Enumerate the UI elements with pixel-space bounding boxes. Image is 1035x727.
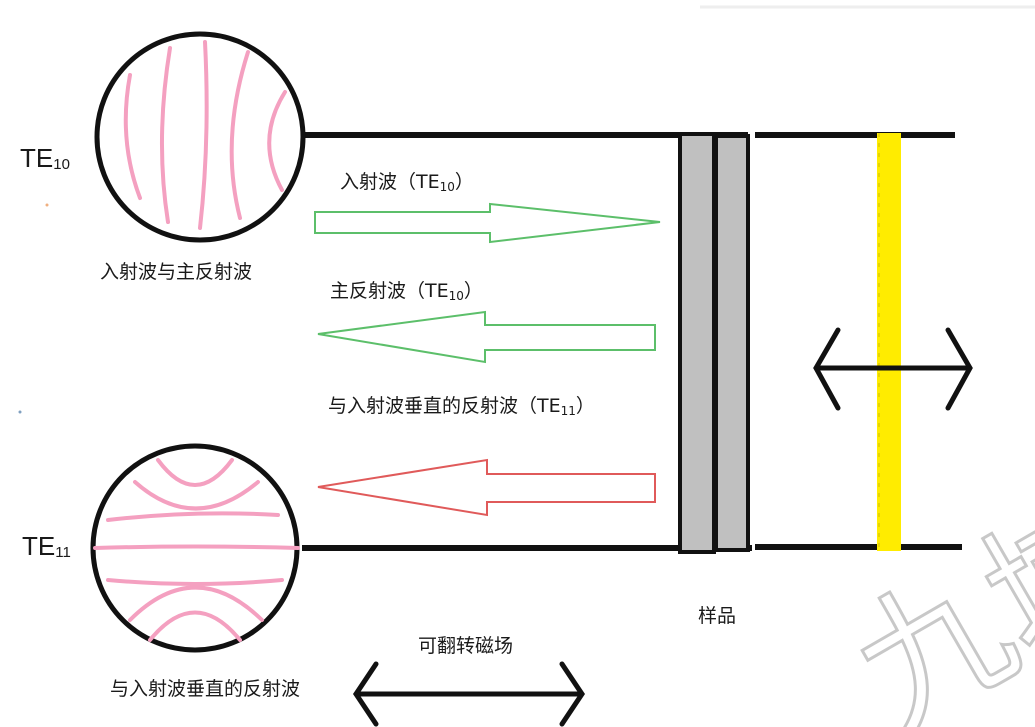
circle2-caption: 与入射波垂直的反射波 (110, 678, 300, 700)
speck (18, 410, 22, 414)
perpendicular-reflected-arrow (317, 458, 656, 517)
watermark: 九域 (827, 463, 1035, 727)
incident-wave-arrow (314, 202, 661, 244)
te10-field-lines (123, 40, 287, 230)
right-double-arrow (813, 327, 973, 411)
sample-label: 样品 (698, 605, 736, 627)
main-reflected-label: 主反射波（TE10） (330, 280, 483, 303)
reversible-field-label: 可翻转磁场 (418, 635, 513, 657)
sample-slab-left (678, 132, 716, 554)
perpendicular-reflected-label: 与入射波垂直的反射波（TE11） (328, 395, 595, 418)
yellow-bar (877, 133, 901, 551)
circle1-caption: 入射波与主反射波 (100, 261, 252, 283)
te11-label: TE11 (22, 531, 71, 561)
te10-label: TE10 (20, 143, 70, 173)
main-reflected-arrow (317, 310, 656, 364)
incident-wave-label: 入射波（TE10） (340, 171, 474, 194)
bottom-double-arrow (352, 661, 586, 727)
te11-field-lines (93, 458, 300, 642)
sample-slab-right (714, 134, 750, 552)
te10-mode-circle (94, 31, 306, 243)
speck (45, 203, 49, 207)
